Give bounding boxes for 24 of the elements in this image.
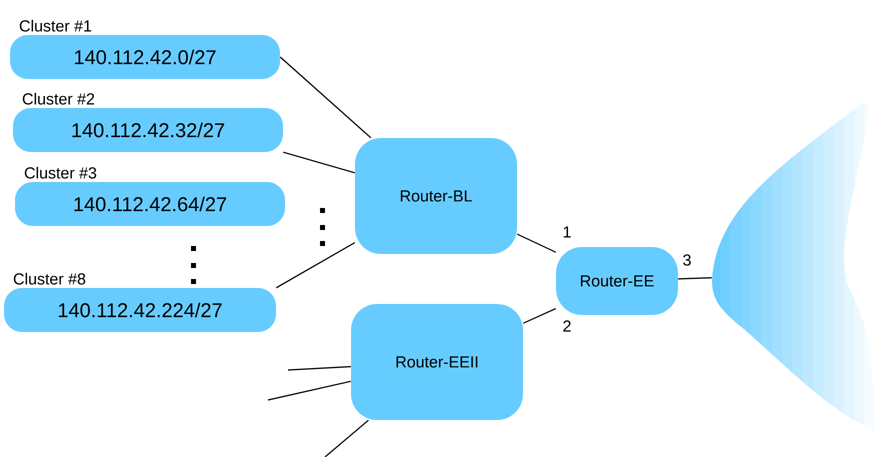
link-line bbox=[276, 242, 356, 288]
router-blob: Router-EEII bbox=[351, 304, 523, 420]
subnet-blob: 140.112.42.0/27 Cluster #1 bbox=[10, 20, 280, 79]
node-label: Cluster #3 bbox=[24, 166, 96, 179]
subnet-blob: 140.112.42.224/27 Cluster #8 bbox=[4, 272, 276, 332]
router-blob: Router-BL bbox=[355, 138, 517, 254]
port-number: 2 bbox=[562, 319, 572, 333]
port-number: 1 bbox=[562, 226, 572, 238]
node-label: Cluster #1 bbox=[20, 20, 92, 32]
link-line bbox=[288, 366, 351, 371]
subnet-blob: 140.112.42.32/27 Cluster #2 bbox=[13, 92, 283, 152]
router-blob: Router-EE bbox=[556, 247, 678, 315]
link-line bbox=[280, 56, 372, 138]
link-line bbox=[678, 277, 712, 280]
link-line bbox=[283, 152, 355, 174]
node-label: Cluster #8 bbox=[14, 272, 86, 285]
node-label: Cluster #2 bbox=[22, 92, 94, 105]
link-line bbox=[522, 308, 556, 324]
link-line bbox=[516, 234, 556, 253]
link-line bbox=[324, 420, 369, 457]
subnet-blob: 140.112.42.64/27 Cluster #3 bbox=[15, 166, 285, 226]
port-number: 3 bbox=[682, 253, 692, 267]
link-line bbox=[268, 380, 351, 401]
internet-cloud bbox=[712, 102, 874, 430]
